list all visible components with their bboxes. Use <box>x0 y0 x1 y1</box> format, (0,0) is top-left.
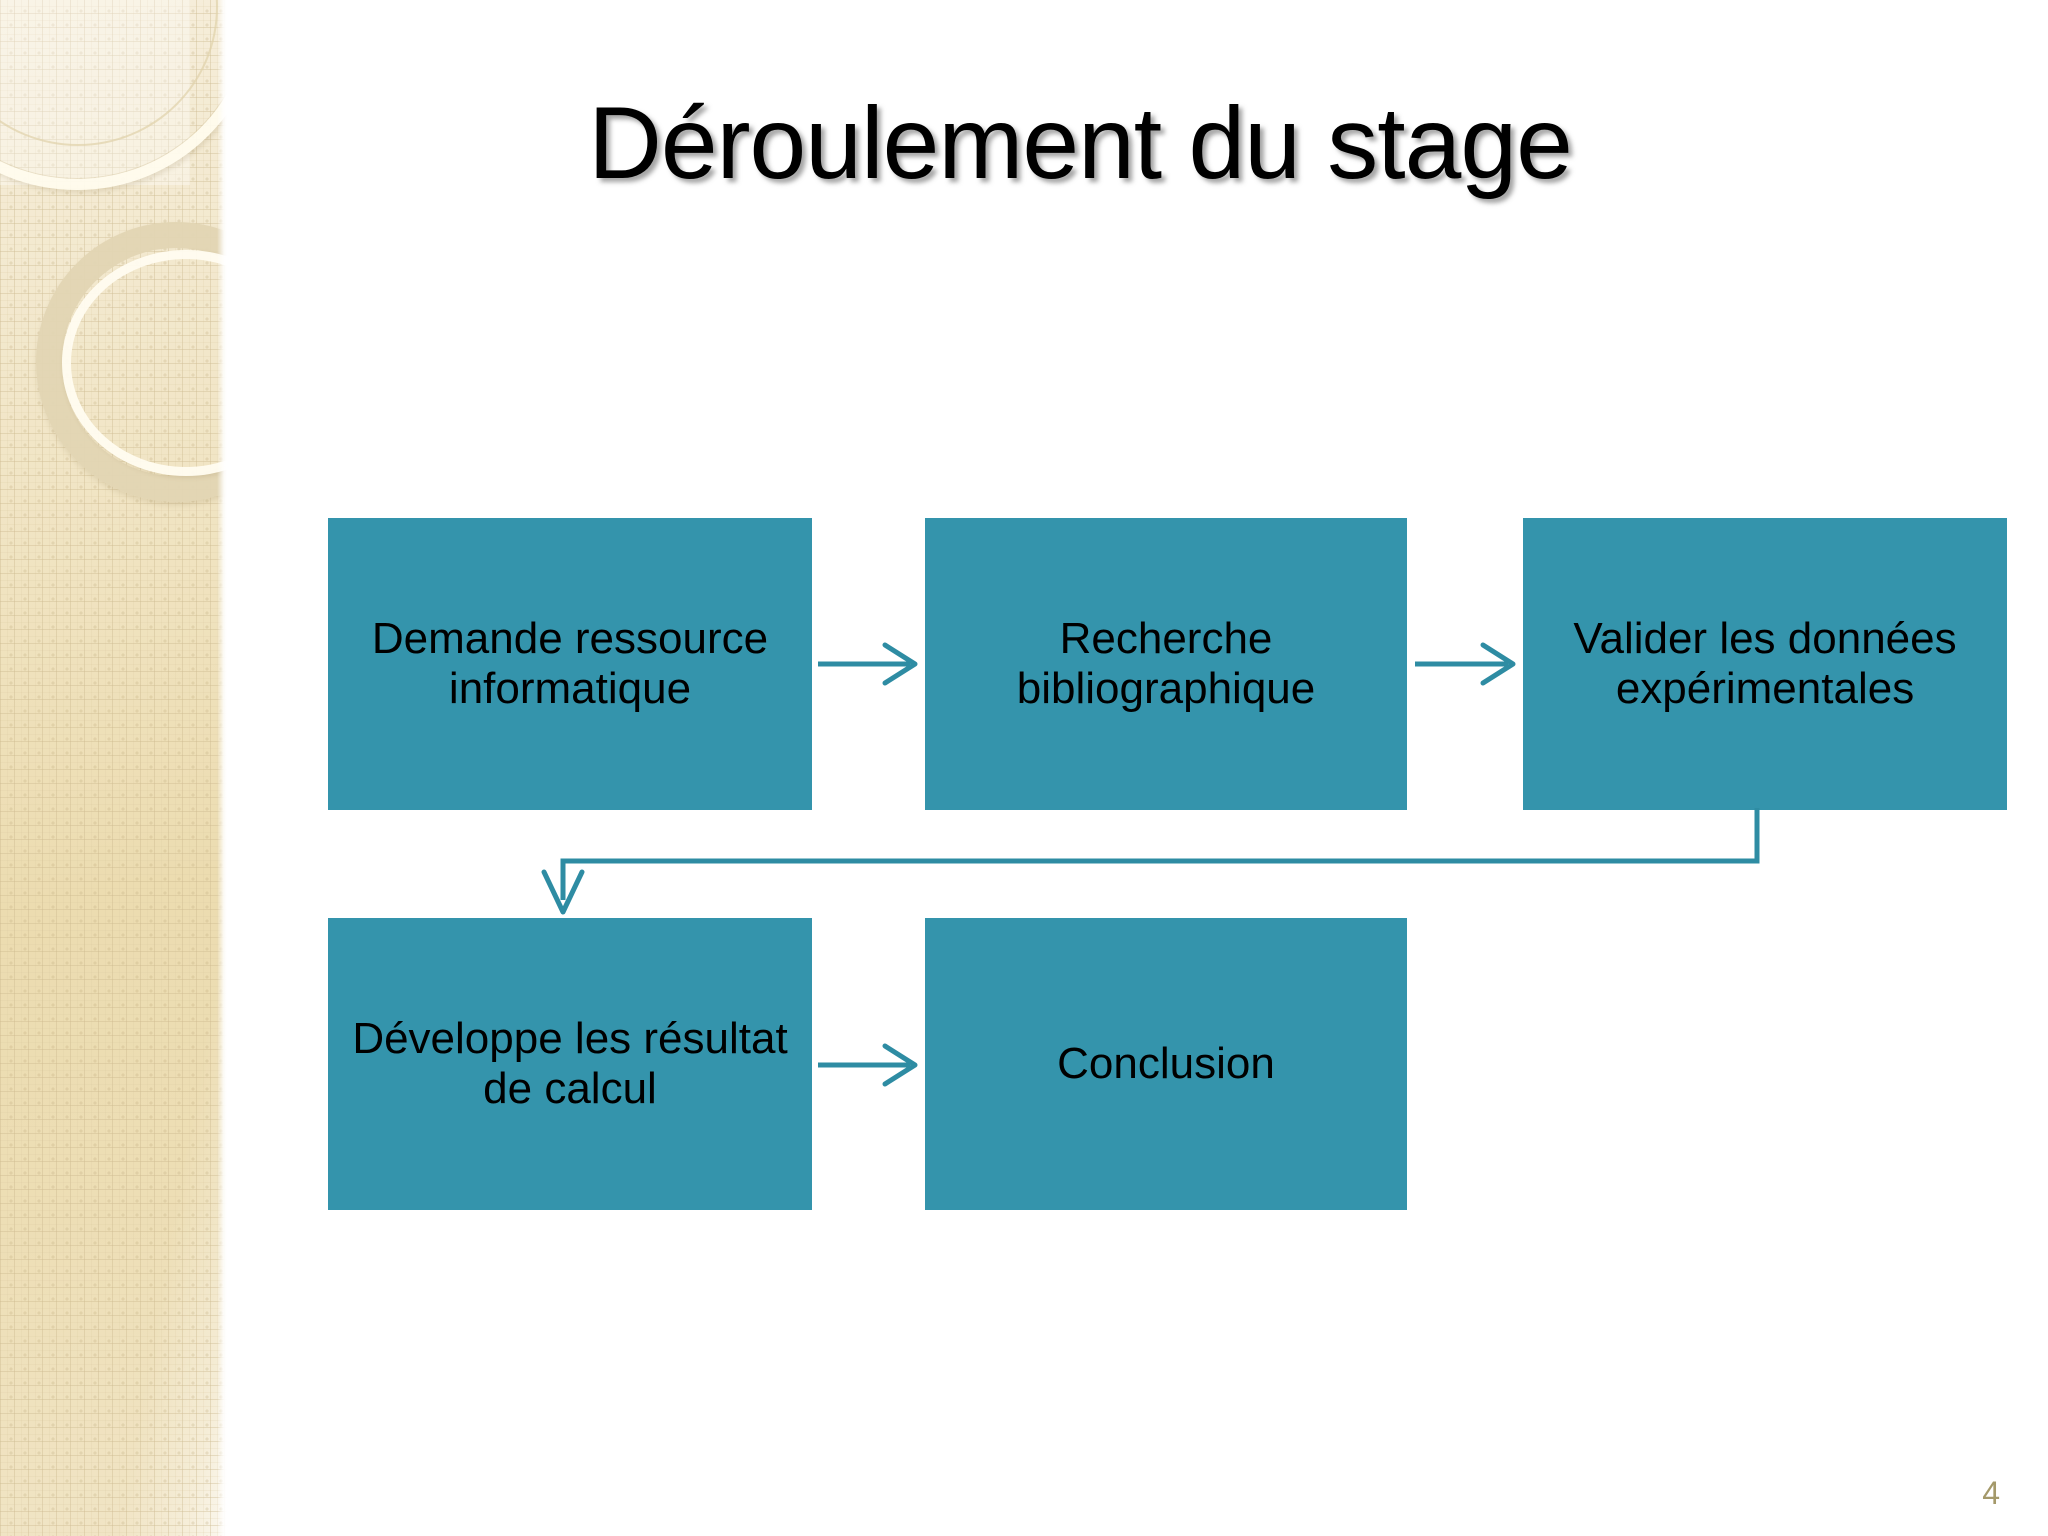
arrow-right-icon-developpe-to-conclusion <box>818 1043 918 1087</box>
arrow-right-icon-demande-to-recherche <box>818 642 918 686</box>
arrow-right-icon-recherche-to-valider <box>1415 642 1516 686</box>
band-ring-large-upper <box>0 0 227 190</box>
flow-box-conclusion[interactable]: Conclusion <box>925 918 1407 1210</box>
flow-box-developpe-label: Développe les résultat de calcul <box>352 1014 788 1113</box>
flow-box-developpe[interactable]: Développe les résultat de calcul <box>328 918 812 1210</box>
flow-box-conclusion-label: Conclusion <box>1057 1039 1275 1089</box>
flow-box-valider-label: Valider les données expérimentales <box>1573 614 1957 713</box>
theme-decoration-band <box>0 0 227 1536</box>
flow-box-recherche-label: Recherche bibliographique <box>1016 614 1316 713</box>
page-title: Déroulement du stage <box>588 86 1573 200</box>
flow-box-demande[interactable]: Demande ressource informatique <box>328 518 812 810</box>
band-edge-fade <box>217 0 227 1536</box>
page-number: 4 <box>1982 1475 2000 1511</box>
flow-box-demande-label: Demande ressource informatique <box>371 614 769 713</box>
arrow-elbow-icon-valider-to-developpe <box>541 808 1760 915</box>
flow-box-recherche[interactable]: Recherche bibliographique <box>925 518 1407 810</box>
flow-box-valider[interactable]: Valider les données expérimentales <box>1523 518 2007 810</box>
